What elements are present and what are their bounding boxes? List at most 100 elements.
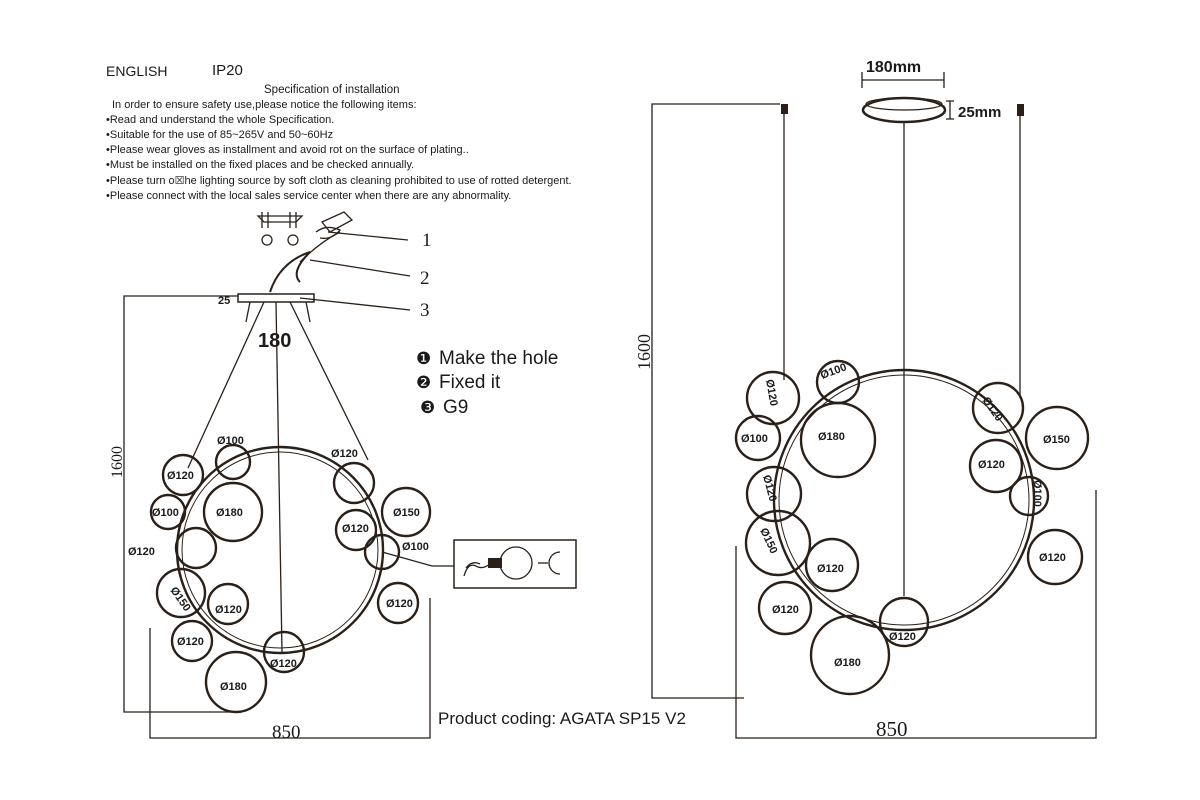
left-diagram: 1 2 3 25 180 1600 850 Ø100 Ø120 Ø120 Ø10… [109, 211, 577, 743]
language-label: ENGLISH [106, 63, 167, 79]
g9-bulb-detail-icon [453, 539, 577, 589]
globe-size-label: Ø120 [889, 631, 916, 643]
globe [744, 509, 812, 577]
rule-line: •Please turn o☒he lighting source by sof… [106, 175, 572, 187]
globe [1024, 405, 1090, 471]
step-number: ❶ [416, 349, 431, 368]
spec-title: Specification of installation [264, 84, 400, 96]
globe-size-label: Ø180 [216, 507, 243, 519]
globe [745, 465, 803, 523]
globe-size-label: Ø120 [1039, 552, 1066, 564]
globe-size-label: Ø100 [741, 433, 768, 445]
rule-line: •Must be installed on the fixed places a… [106, 159, 414, 171]
globe [968, 438, 1024, 494]
globe [202, 481, 264, 543]
globe [161, 453, 205, 497]
globe-size-label: Ø120 [342, 523, 369, 535]
globe-size-label: Ø150 [1043, 434, 1070, 446]
callout-number: 2 [420, 268, 430, 289]
callout-number: 1 [422, 230, 432, 251]
globe [799, 401, 877, 479]
callout-number: 3 [420, 300, 430, 321]
globe [1008, 475, 1050, 517]
suspension-wires [187, 301, 369, 653]
globe [804, 537, 860, 593]
globe-size-label: Ø120 [772, 604, 799, 616]
steps-list: ❶ Make the hole ❷ Fixed it ❸ G9 [416, 348, 558, 418]
canopy-width-label: 180 [258, 330, 291, 352]
width-label: 850 [272, 722, 301, 743]
globe-size-label: Ø120 [978, 459, 1005, 471]
spec-intro: In order to ensure safety use,please not… [112, 99, 417, 111]
globe-size-label: Ø100 [819, 361, 848, 381]
rule-line: •Suitable for the use of 85~265V and 50~… [106, 129, 333, 141]
suspension-wires [783, 114, 1021, 596]
globe [155, 567, 207, 619]
rule-line: •Please connect with the local sales ser… [106, 190, 511, 202]
globe [363, 533, 401, 571]
mounting-hardware-icon [256, 211, 411, 311]
globe-size-label: Ø180 [818, 431, 845, 443]
globe-size-label: Ø100 [1031, 480, 1043, 507]
globe-size-label: Ø120 [386, 598, 413, 610]
width-label: 850 [876, 717, 908, 741]
globe [262, 630, 306, 674]
globe [214, 443, 252, 481]
globe-size-label: Ø180 [220, 681, 247, 693]
step-text: Fixed it [439, 372, 501, 393]
height-label: 1600 [109, 446, 126, 478]
step-number: ❷ [416, 373, 431, 392]
globe [878, 596, 930, 648]
globe-group: Ø100 Ø120 Ø120 Ø100 Ø180 Ø150 Ø120 Ø100 … [128, 435, 432, 714]
globe-size-label: Ø120 [270, 658, 297, 670]
globe-size-label: Ø120 [980, 395, 1005, 424]
ceiling-hook-icon [781, 104, 788, 114]
height-dimension-line [651, 103, 780, 699]
globe [206, 582, 250, 626]
step-text: Make the hole [439, 348, 558, 369]
globe [380, 486, 432, 538]
product-coding: Product coding: AGATA SP15 V2 [438, 709, 686, 728]
canopy-height-label: 25mm [958, 104, 1001, 121]
globe-size-label: Ø120 [331, 448, 358, 460]
step-number: ❸ [420, 398, 435, 417]
globe-size-label: Ø100 [217, 435, 244, 447]
detail-leader [381, 551, 454, 567]
ceiling-hook-icon [1017, 104, 1024, 116]
globe-size-label: Ø120 [128, 546, 155, 558]
rule-line: •Read and understand the whole Specifica… [106, 114, 334, 126]
globe [332, 461, 376, 505]
globe [376, 581, 420, 625]
globe [971, 381, 1025, 435]
globe [174, 526, 218, 570]
ip-rating: IP20 [212, 62, 243, 79]
height-label: 1600 [634, 334, 654, 370]
globe [757, 580, 813, 636]
globe-size-label: Ø180 [834, 657, 861, 669]
right-diagram: 180mm 25mm 1600 850 Ø100 Ø120 Ø100 Ø180 [634, 59, 1097, 741]
canopy-width-label: 180mm [866, 59, 921, 76]
globe [170, 619, 214, 663]
spec-header: ENGLISH IP20 Specification of installati… [106, 62, 572, 202]
width-dimension-line [149, 598, 431, 739]
ring-frame-inner [778, 374, 1030, 626]
globe-size-label: Ø150 [757, 526, 779, 555]
globe-size-label: Ø100 [152, 507, 179, 519]
globe [809, 614, 891, 696]
ring-frame [772, 368, 1036, 632]
globe [149, 493, 187, 531]
globe-size-label: Ø120 [167, 470, 194, 482]
canopy-top [865, 97, 943, 111]
globe-size-label: Ø120 [177, 636, 204, 648]
globe-size-label: Ø120 [817, 563, 844, 575]
ring-frame-inner [181, 451, 379, 649]
globe [745, 370, 801, 426]
rule-line: •Please wear gloves as installment and a… [106, 144, 469, 156]
globe [334, 508, 378, 552]
globe-size-label: Ø100 [402, 541, 429, 553]
width-dimension-line [735, 490, 1097, 739]
canopy-height-dim [946, 100, 954, 120]
globe [204, 650, 268, 714]
canopy-width-dim [861, 72, 945, 88]
